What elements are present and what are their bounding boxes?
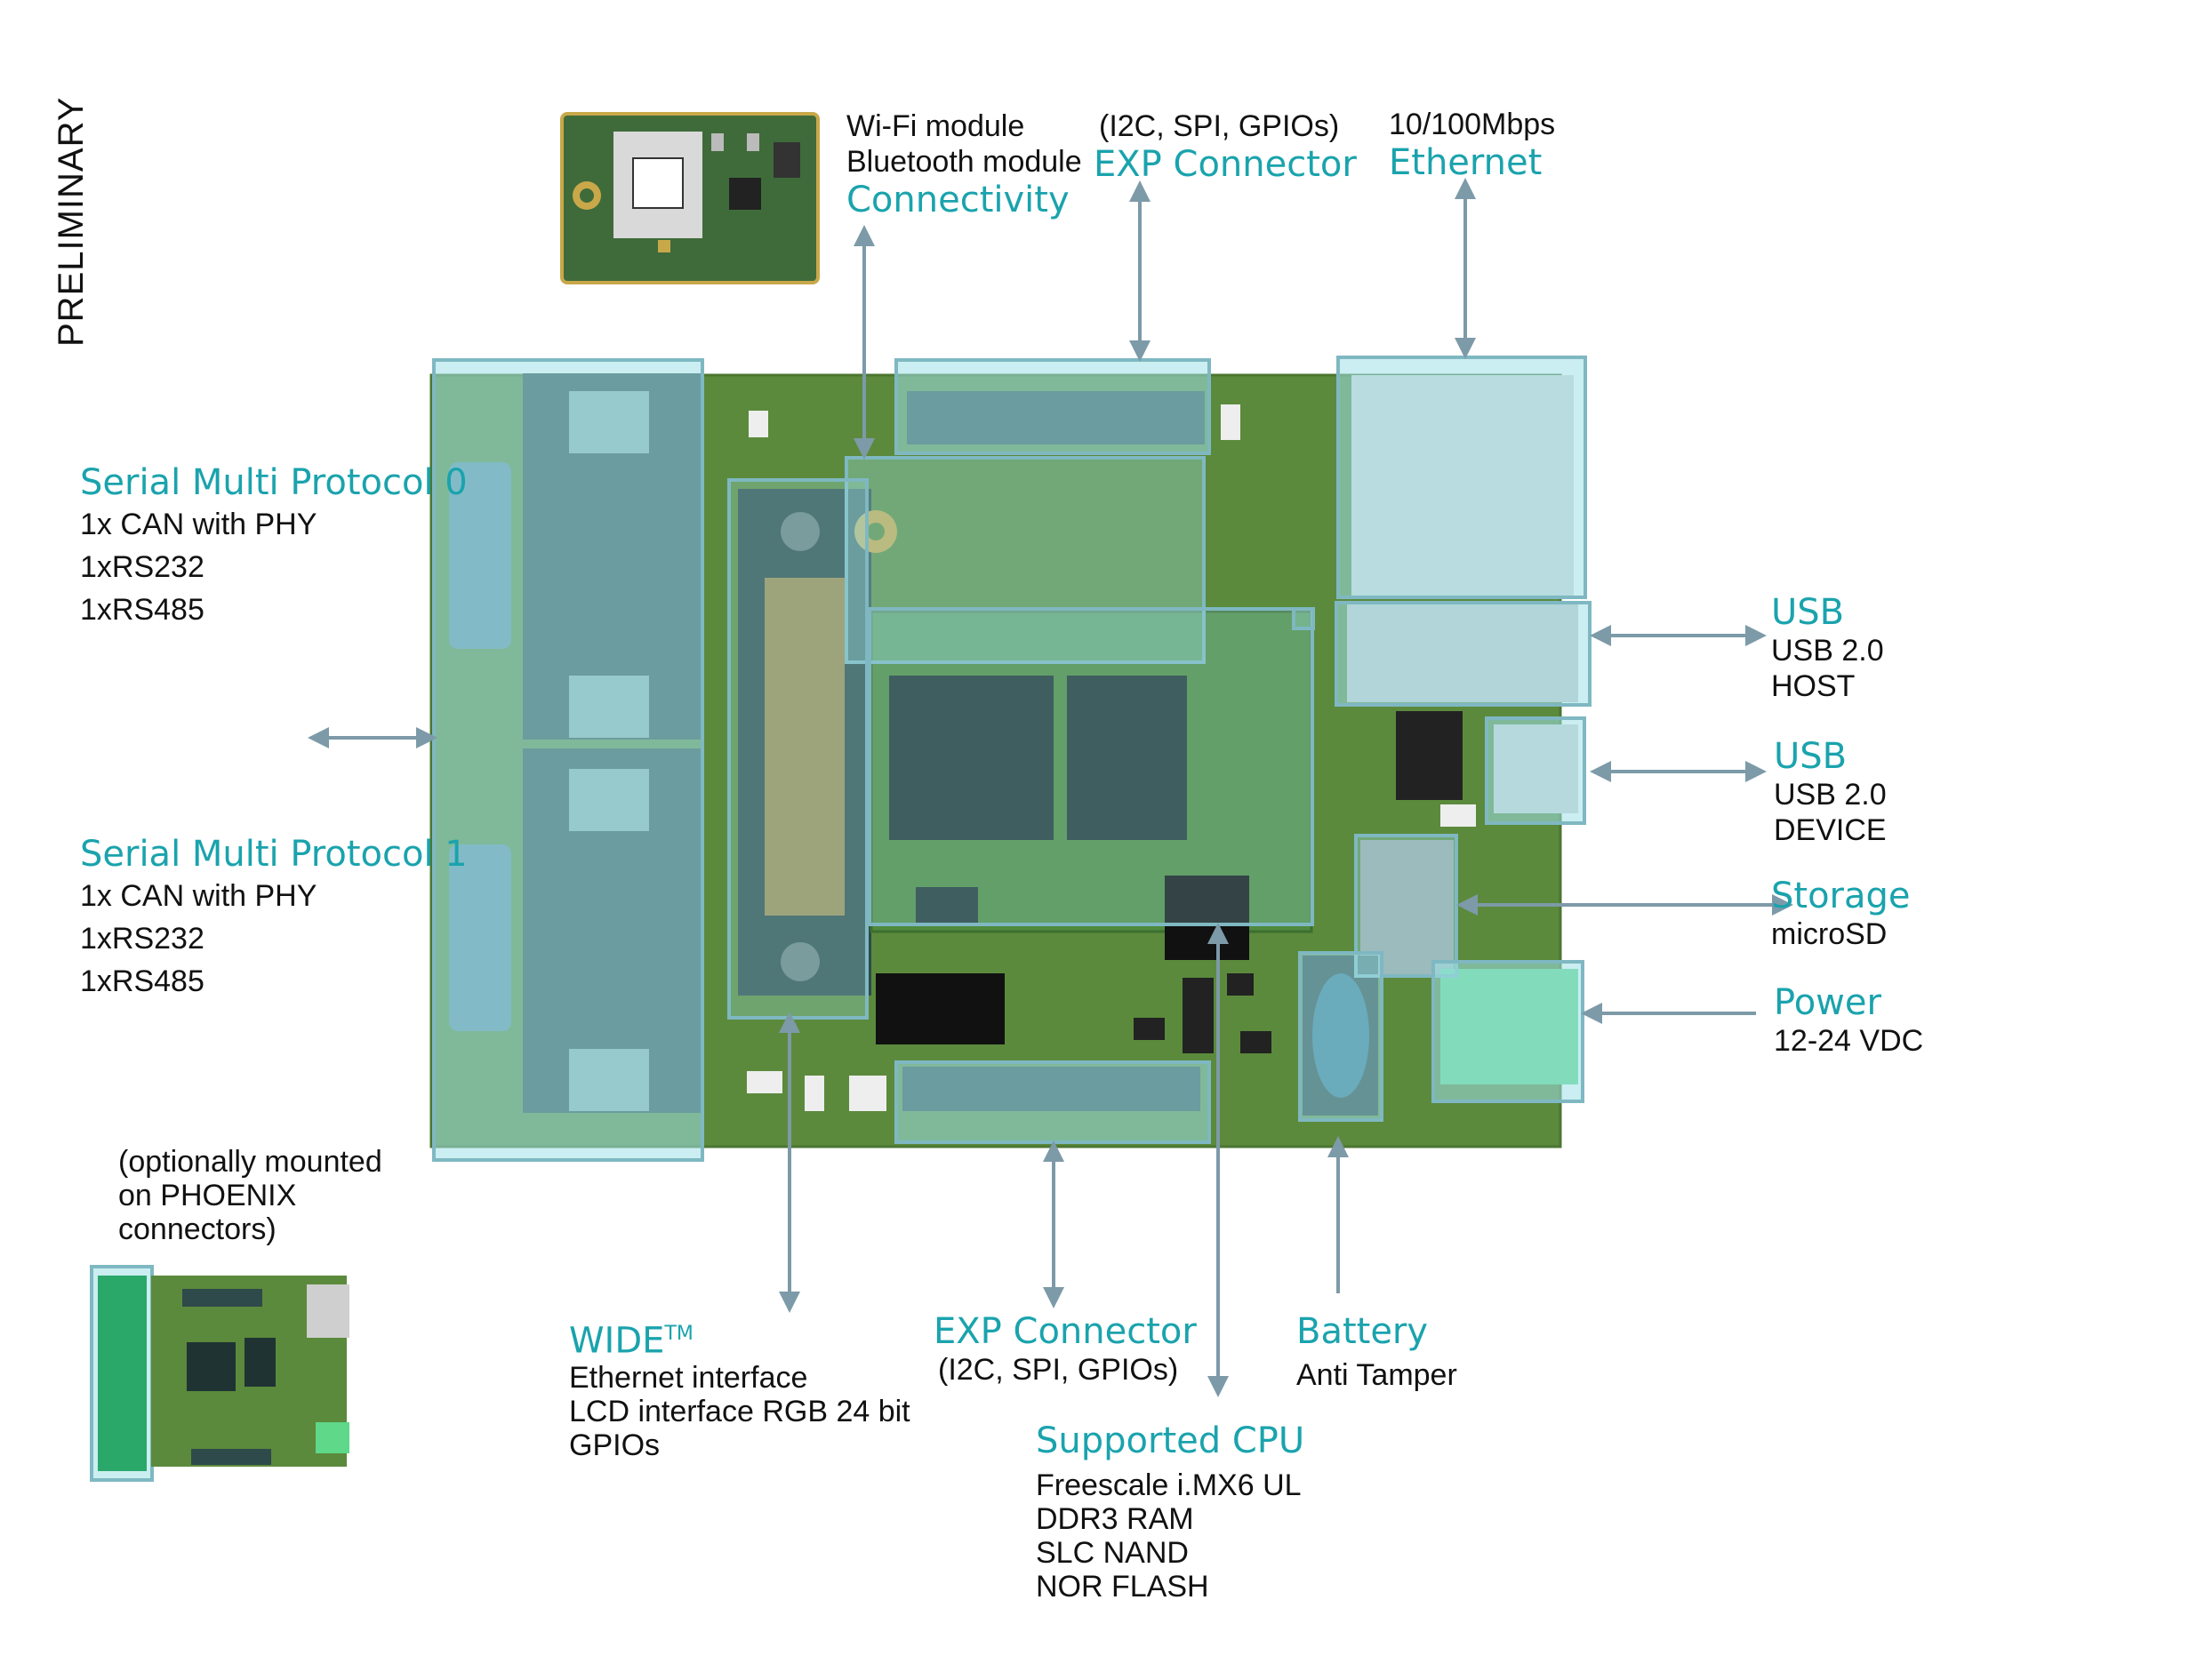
callout-arrows (308, 178, 1793, 1397)
usb-device-label: USB USB 2.0 DEVICE (1774, 736, 1887, 848)
wide-trademark: TM (664, 1323, 694, 1345)
wifi-area-highlight (845, 456, 1206, 664)
cpu-title: Supported CPU (1036, 1420, 1305, 1461)
ethernet-title: Ethernet (1389, 142, 1543, 183)
phoenix-variant-image (98, 1276, 349, 1471)
cpu-line: Freescale i.MX6 UL (1036, 1468, 1302, 1502)
serial0-line: 1x CAN with PHY (80, 508, 317, 541)
wide-label: WIDETM Ethernet interface LCD interface … (569, 1314, 910, 1462)
power-line: 12-24 VDC (1774, 1024, 1924, 1058)
serial1-label: Serial Multi Protocol 1 1x CAN with PHY … (80, 834, 468, 1003)
exp-bottom-highlight (894, 1060, 1211, 1144)
cpu-line: SLC NAND (1036, 1536, 1189, 1570)
usb-host-line: USB 2.0 (1771, 634, 1884, 668)
serial1-line: 1x CAN with PHY (80, 879, 317, 913)
phoenix-note: (optionally mounted on PHOENIX connector… (118, 1145, 382, 1246)
highlight-boxes (90, 356, 1592, 1482)
wide-title-text: WIDE (569, 1320, 665, 1362)
usb-host-highlight (1335, 601, 1592, 707)
serial1-line: 1xRS232 (80, 922, 204, 956)
wide-highlight (727, 478, 869, 1020)
power-highlight (1431, 960, 1584, 1103)
usb-host-label: USB USB 2.0 HOST (1771, 592, 1884, 704)
usb-device-line: DEVICE (1774, 813, 1887, 847)
wifi-module-image (560, 112, 820, 284)
preliminary-watermark: PRELIMINARY (52, 96, 91, 347)
storage-title: Storage (1771, 876, 1911, 916)
exp-top-label: (I2C, SPI, GPIOs) EXP Connector (1094, 108, 1357, 185)
ethernet-sub: 10/100Mbps (1389, 108, 1556, 141)
connectivity-line: Bluetooth module (846, 145, 1082, 179)
storage-label: Storage microSD (1771, 876, 1911, 952)
exp-top-sub: (I2C, SPI, GPIOs) (1099, 109, 1340, 143)
serial1-line: 1xRS485 (80, 964, 204, 998)
exp-top-highlight (894, 358, 1211, 455)
phoenix-line: on PHOENIX (118, 1179, 297, 1212)
cpu-line: DDR3 RAM (1036, 1502, 1194, 1536)
battery-label: Battery Anti Tamper (1296, 1311, 1457, 1393)
ethernet-highlight (1336, 356, 1587, 599)
usb-device-highlight (1485, 716, 1586, 825)
serial0-title: Serial Multi Protocol 0 (80, 462, 468, 503)
exp-top-title: EXP Connector (1094, 144, 1357, 185)
exp-bottom-label: EXP Connector (I2C, SPI, GPIOs) (934, 1311, 1197, 1388)
wide-title: WIDETM (569, 1314, 910, 1361)
exp-bottom-sub: (I2C, SPI, GPIOs) (938, 1353, 1179, 1387)
serial-connectors-highlight (432, 358, 704, 1162)
usb-host-line: HOST (1771, 669, 1856, 703)
wide-line: GPIOs (569, 1428, 661, 1463)
storage-line: microSD (1771, 917, 1888, 951)
battery-title: Battery (1296, 1311, 1429, 1352)
serial0-line: 1xRS232 (80, 550, 204, 584)
cpu-chip-highlight (1292, 607, 1315, 630)
phoenix-line: (optionally mounted (118, 1145, 382, 1179)
wide-line: LCD interface RGB 24 bit (569, 1395, 910, 1429)
exp-bottom-title: EXP Connector (934, 1311, 1197, 1352)
serial0-line: 1xRS485 (80, 593, 204, 627)
power-title: Power (1774, 982, 1881, 1023)
connectivity-line: Wi-Fi module (846, 109, 1025, 143)
cpu-label: Supported CPU Freescale i.MX6 UL DDR3 RA… (1036, 1420, 1304, 1604)
connectivity-label: Wi-Fi module Bluetooth module Connectivi… (846, 108, 1082, 220)
usb-device-title: USB (1774, 736, 1848, 777)
serial0-label: Serial Multi Protocol 0 1x CAN with PHY … (80, 462, 468, 631)
battery-line: Anti Tamper (1296, 1358, 1457, 1392)
wide-line: Ethernet interface (569, 1361, 808, 1396)
power-label: Power 12-24 VDC (1774, 982, 1923, 1059)
battery-highlight (1298, 951, 1383, 1122)
ethernet-label: 10/100Mbps Ethernet (1389, 107, 1555, 183)
cpu-highlight (868, 607, 1314, 926)
phoenix-line: connectors) (118, 1212, 277, 1246)
usb-device-line: USB 2.0 (1774, 778, 1887, 812)
usb-host-title: USB (1771, 592, 1845, 633)
serial1-title: Serial Multi Protocol 1 (80, 834, 468, 875)
cpu-line: NOR FLASH (1036, 1570, 1209, 1604)
connectivity-title: Connectivity (846, 180, 1070, 220)
